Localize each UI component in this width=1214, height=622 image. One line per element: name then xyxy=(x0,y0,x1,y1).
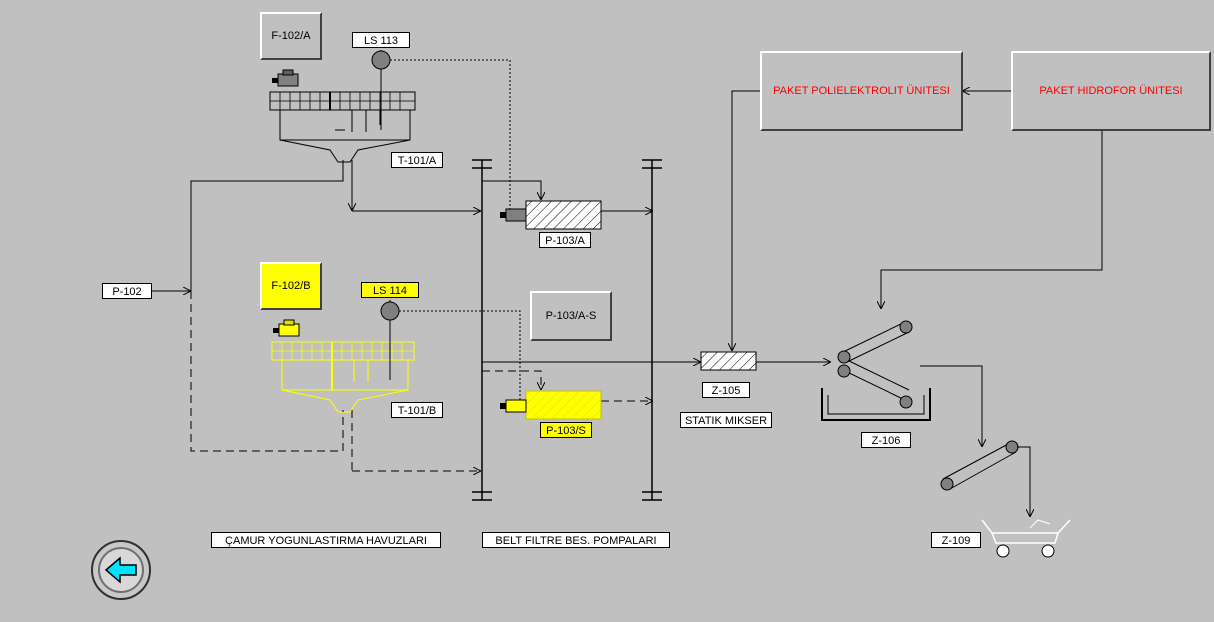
cart-icon xyxy=(981,519,1071,558)
tank-t101a[interactable] xyxy=(269,91,416,163)
pipe-to-z109 xyxy=(920,365,982,446)
z106-tag[interactable]: Z-106 xyxy=(861,432,911,448)
p103s-tag[interactable]: P-103/S xyxy=(540,422,592,438)
filter-f102a-box[interactable]: F-102/A xyxy=(260,12,322,60)
p102-tag[interactable]: P-102 xyxy=(102,283,152,299)
pump-p103a[interactable] xyxy=(500,200,602,230)
pipe-line-a xyxy=(190,160,830,362)
back-button[interactable] xyxy=(91,540,151,600)
manifold-headers xyxy=(472,159,662,501)
statik-mikser-label: STATIK MIKSER xyxy=(680,412,772,428)
pipe-line-b xyxy=(190,291,652,471)
t101b-tag[interactable]: T-101/B xyxy=(391,402,443,418)
signal-lines xyxy=(390,59,521,405)
static-mixer-z105[interactable] xyxy=(700,351,757,371)
motor-icon xyxy=(273,319,300,337)
paket-hidrofor-box[interactable]: PAKET HIDROFOR ÜNITESI xyxy=(1011,51,1211,131)
p103as-box[interactable]: P-103/A-S xyxy=(530,291,612,341)
f102b-label: F-102/B xyxy=(271,280,311,292)
paket-poli-label: PAKET POLIELEKTROLIT ÜNITESI xyxy=(773,85,950,97)
back-button-face xyxy=(98,547,144,593)
p103as-label: P-103/A-S xyxy=(545,310,597,322)
belt-section-label: BELT FILTRE BES. POMPALARI xyxy=(482,532,670,548)
paket-polielektrolit-box[interactable]: PAKET POLIELEKTROLIT ÜNITESI xyxy=(760,51,963,131)
ls114-tag[interactable]: LS 114 xyxy=(361,282,419,298)
filter-f102b-box[interactable]: F-102/B xyxy=(260,262,322,310)
z105-tag[interactable]: Z-105 xyxy=(702,382,750,398)
pump-p103s[interactable] xyxy=(500,390,602,420)
arrow-left-icon xyxy=(104,556,137,584)
chemical-lines xyxy=(732,91,1103,350)
ls113-tag[interactable]: LS 113 xyxy=(352,32,410,48)
t101a-tag[interactable]: T-101/A xyxy=(391,152,443,168)
f102a-label: F-102/A xyxy=(271,30,311,42)
belt-filter-z106[interactable] xyxy=(821,320,931,421)
paket-hidro-label: PAKET HIDROFOR ÜNITESI xyxy=(1039,85,1183,97)
z109-tag[interactable]: Z-109 xyxy=(931,532,981,548)
tank-t101b[interactable] xyxy=(271,341,415,413)
motor-icon xyxy=(272,69,299,87)
camur-section-label: ÇAMUR YOGUNLASTIRMA HAVUZLARI xyxy=(211,532,441,548)
level-switch-icon[interactable] xyxy=(371,50,391,130)
conveyor-z109[interactable] xyxy=(940,440,1030,516)
level-switch-icon[interactable] xyxy=(380,300,400,380)
p103a-tag[interactable]: P-103/A xyxy=(539,232,591,248)
